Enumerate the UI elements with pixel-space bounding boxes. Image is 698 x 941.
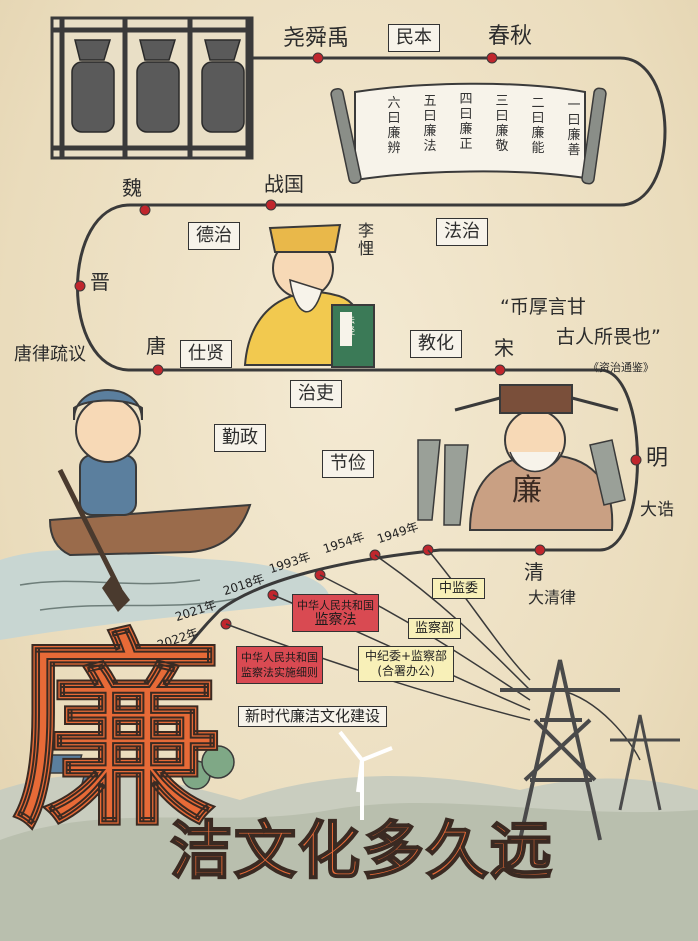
label-lian-robe: 廉 [512,473,542,508]
title-big-char: 廉 [11,609,223,856]
scroll-col-2: 二曰廉能 [531,96,545,156]
box-jianchafa-line1: 中华人民共和国 [297,599,374,612]
song-official-figure [417,384,626,531]
scroll [330,82,607,185]
concept-dezhi: 德治 [188,222,240,250]
box-jianchafa-line2: 监察法 [314,612,357,628]
box-zhongjian: 中监委 [432,578,486,599]
box-heshu-line2: (合署办公) [377,664,435,678]
title-rest: 洁文化多久远 [169,814,555,887]
label-fajing: 法经 [346,316,356,337]
box-heshu-line1: 中纪委+监察部 [365,649,448,663]
label-tang: 唐 [146,334,166,358]
scroll-col-3: 三曰廉敬 [495,94,509,154]
label-da-gao: 大诰 [640,500,674,520]
concept-shixian: 仕贤 [180,340,232,368]
label-zhanguo: 战国 [264,172,304,196]
pylon [500,659,620,841]
label-ming: 明 [646,446,669,471]
quote-line-1: “币厚言甘 [500,296,586,318]
box-heshu: 中纪委+监察部 (合署办公) [358,646,455,682]
quote-source: 《资治通鉴》 [588,361,654,374]
scroll-col-5: 五曰廉法 [423,94,437,154]
label-jin: 晋 [90,270,110,294]
box-shishi-line2: 监察法实施细则 [241,666,318,679]
box-jianchabu: 监察部 [408,618,462,639]
label-qing: 清 [524,560,544,584]
concept-jiejian: 节俭 [322,450,374,478]
pylon-small [610,714,680,811]
box-jianchafa: 中华人民共和国 监察法 [292,594,379,632]
scroll-col-4: 四曰廉正 [459,92,473,152]
label-yao-shun-yu: 尧舜禹 [283,26,350,51]
li-kui-figure [243,223,375,368]
label-tang-lv: 唐律疏议 [14,344,86,365]
concept-fazhi: 法治 [436,218,488,246]
label-song: 宋 [494,336,514,360]
box-shishi: 中华人民共和国 监察法实施细则 [236,646,323,684]
green-energy [41,730,393,820]
box-shishi-line1: 中华人民共和国 [241,651,318,664]
timeline-path [76,56,667,691]
label-chunqiu: 春秋 [488,24,533,49]
hill-front [0,802,698,941]
concept-zhili: 治吏 [290,380,342,408]
concept-jiaohua: 教化 [410,330,462,358]
scroll-col-1: 一曰廉善 [567,98,581,158]
concept-qinzheng: 勤政 [214,424,266,452]
boatman-figure [48,389,252,612]
label-li-kui: 李悝 [358,221,375,258]
label-da-qing-lv: 大清律 [528,588,577,607]
concept-minben: 民本 [388,24,440,52]
quote-line-2: 古人所畏也” [556,326,661,348]
prison-figures [50,16,254,160]
label-wei: 魏 [122,176,142,200]
scroll-col-6: 六曰廉辨 [387,96,401,156]
box-xinshidai: 新时代廉洁文化建设 [238,706,388,727]
water [0,549,330,640]
